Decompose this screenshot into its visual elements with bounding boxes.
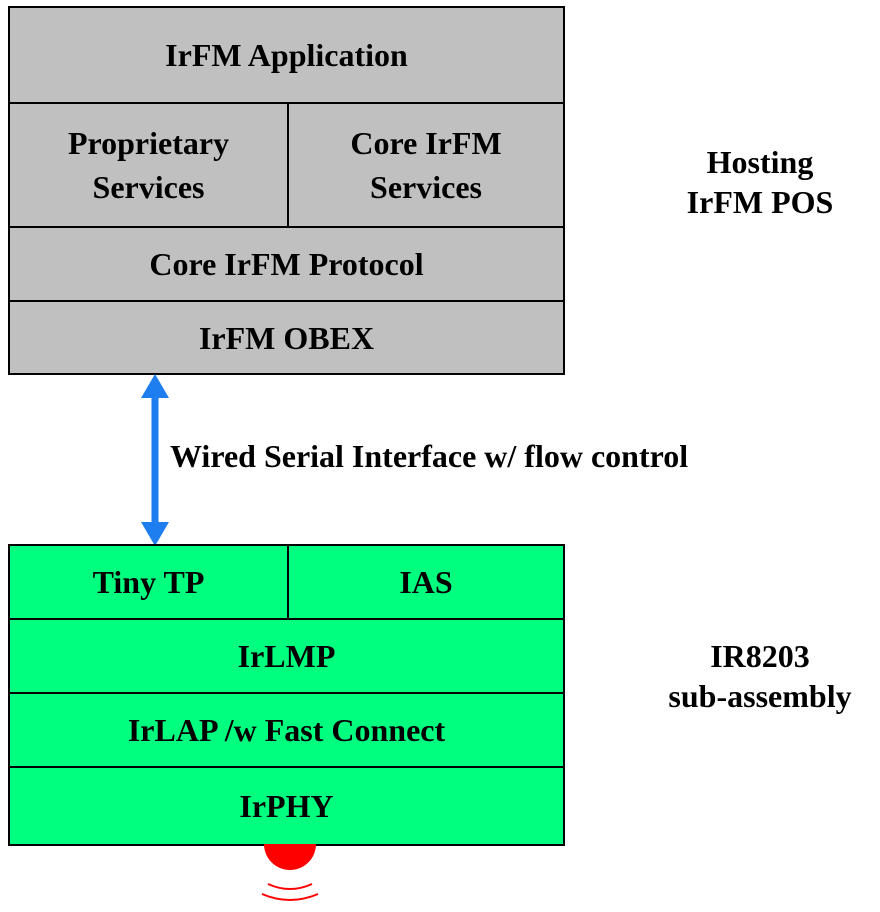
subassembly-label-line1: IR8203 <box>710 638 810 674</box>
subassembly-stack: Tiny TP IAS IrLMP IrLAP /w Fast Connect … <box>8 544 565 846</box>
irfm-application-layer: IrFM Application <box>165 37 408 73</box>
core-irfm-protocol-layer: Core IrFM Protocol <box>149 246 424 282</box>
hosting-stack: IrFM Application Proprietary Services Co… <box>8 6 565 375</box>
ir-wave-2 <box>261 893 319 901</box>
subassembly-label: IR8203 sub-assembly <box>640 636 880 716</box>
hosting-label-line2: IrFM POS <box>686 184 834 220</box>
divider <box>287 104 289 226</box>
irlmp-layer: IrLMP <box>237 638 336 674</box>
arrow-head-down <box>141 522 169 546</box>
proprietary-services-line2: Services <box>92 169 205 205</box>
divider <box>10 102 563 104</box>
proprietary-services-line1: Proprietary <box>67 125 230 161</box>
core-services-line2: Services <box>370 169 482 205</box>
proprietary-services-layer: Proprietary Services <box>10 104 287 226</box>
divider <box>10 226 563 228</box>
divider <box>287 546 289 618</box>
hosting-label-line1: Hosting <box>706 144 814 180</box>
tiny-tp-layer: Tiny TP <box>92 564 205 600</box>
arrow-head-up <box>141 374 169 398</box>
divider <box>10 300 563 302</box>
ir-emitter-icon <box>261 844 319 901</box>
interface-label: Wired Serial Interface w/ flow control <box>170 438 689 474</box>
emitter-dome <box>264 844 316 870</box>
divider <box>10 618 563 620</box>
irlap-layer: IrLAP /w Fast Connect <box>127 712 446 748</box>
subassembly-label-line2: sub-assembly <box>668 678 852 714</box>
divider <box>10 766 563 768</box>
core-irfm-services-layer: Core IrFM Services <box>289 104 563 226</box>
ir-wave-1 <box>267 883 313 890</box>
ias-layer: IAS <box>399 564 453 600</box>
hosting-label: Hosting IrFM POS <box>640 142 880 222</box>
irfm-obex-layer: IrFM OBEX <box>198 319 375 356</box>
irphy-layer: IrPHY <box>239 788 334 824</box>
divider <box>10 692 563 694</box>
bidirectional-arrow <box>141 374 169 546</box>
core-services-line1: Core IrFM <box>350 125 502 161</box>
